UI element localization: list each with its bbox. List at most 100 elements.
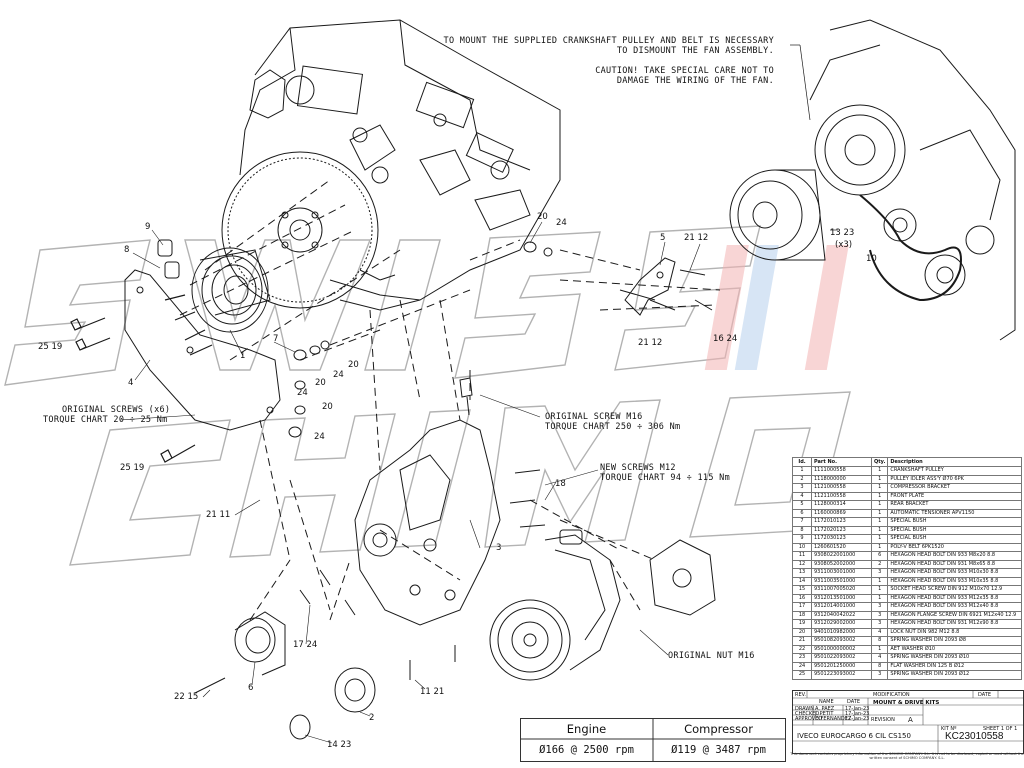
- bom-desc-cell: SOCKET HEAD SCREW DIN 912 M10x70 12.9: [887, 585, 1022, 595]
- bom-desc-cell: Description: [887, 457, 1022, 467]
- bom-desc-cell: POLY-V BELT 6PK1520: [887, 542, 1022, 552]
- bom-id-cell: 23: [792, 653, 812, 663]
- bom-partno-cell: 9312029002000: [811, 619, 872, 629]
- callout-13-23: 13 23: [830, 228, 855, 238]
- bom-partno-cell: 1128000314: [811, 500, 872, 510]
- tb-approved-name: D.FERNANDEZ: [815, 716, 852, 722]
- bom-id-cell: 17: [792, 602, 812, 612]
- bom-partno-cell: 9308052002000: [811, 559, 872, 569]
- ratio-table-grid: [521, 719, 785, 761]
- note-original-screws-line1: ORIGINAL SCREWS (x6): [62, 405, 171, 415]
- bom-qty-cell: 8: [870, 661, 889, 671]
- note-original-screw-m16-line1: ORIGINAL SCREW M16: [545, 412, 643, 422]
- bom-desc-cell: REAR BRACKET: [887, 500, 1022, 510]
- bom-qty-cell: 1: [870, 491, 889, 501]
- bom-desc-cell: AUTOMATIC TENSIONER APV1150: [887, 508, 1022, 518]
- bom-qty-cell: 3: [870, 670, 889, 680]
- bom-qty-cell: 8: [870, 636, 889, 646]
- bom-partno-cell: 9401010982000: [811, 627, 872, 637]
- bom-id-cell: 22: [792, 644, 812, 654]
- bom-qty-cell: 3: [870, 619, 889, 629]
- title-block: REV. MODIFICATION DATE NAME DATE MOUNT &…: [792, 690, 1024, 754]
- bom-partno-cell: 9501000000002: [811, 644, 872, 654]
- tb-sheet-label: SHEET 1 OF 1: [983, 726, 1018, 732]
- note-crankshaft-line1: TO MOUNT THE SUPPLIED CRANKSHAFT PULLEY …: [443, 36, 774, 46]
- bom-qty-cell: 4: [870, 653, 889, 663]
- bom-id-cell: 20: [792, 627, 812, 637]
- bom-qty-cell: 1: [870, 525, 889, 535]
- bom-id-cell: 13: [792, 568, 812, 578]
- tb-checked-name: J. PETIT: [815, 711, 834, 717]
- callout-5: 5: [660, 233, 666, 243]
- callout-9: 9: [145, 222, 151, 232]
- tb-kit-label: KIT Nº: [941, 726, 957, 732]
- callout-22-15: 22 15: [174, 692, 199, 702]
- bom-id-cell: 14: [792, 576, 812, 586]
- bom-partno-cell: 1118000000: [811, 474, 872, 484]
- bom-desc-cell: SPRING WASHER DIN 2093 Ø8: [887, 636, 1022, 646]
- bom-qty-cell: 3: [870, 602, 889, 612]
- callout-24: 24: [556, 218, 567, 228]
- bom-partno-cell: 1160000869: [811, 508, 872, 518]
- callout-16-24: 16 24: [713, 334, 738, 344]
- callout-21-11: 21 11: [206, 510, 231, 520]
- bom-qty-cell: 1: [870, 466, 889, 476]
- tb-modification-label: MODIFICATION: [873, 692, 910, 698]
- callout-21-12: 21 12: [638, 338, 663, 348]
- bom-partno-cell: 9501201250000: [811, 661, 872, 671]
- bom-desc-cell: HEXAGON HEAD BOLT DIN 933 M10x35 8.8: [887, 576, 1022, 586]
- callout-20: 20: [322, 402, 333, 412]
- bom-partno-cell: 9312013501000: [811, 593, 872, 603]
- tb-kit-number: KC23010558: [945, 731, 1004, 742]
- bom-desc-cell: FLAT WASHER DIN 125 B Ø12: [887, 661, 1022, 671]
- callout-7: 7: [273, 334, 279, 344]
- bom-partno-cell: 9308022001000: [811, 551, 872, 561]
- bom-qty-cell: 1: [870, 542, 889, 552]
- note-original-nut-m16: ORIGINAL NUT M16: [668, 651, 755, 661]
- bom-desc-cell: HEXAGON HEAD BOLT DIN 931 M8x65 8.8: [887, 559, 1022, 569]
- callout-2: 2: [369, 713, 375, 723]
- bom-partno-cell: 1121000558: [811, 483, 872, 493]
- bom-desc-cell: CRANKSHAFT PULLEY: [887, 466, 1022, 476]
- bom-desc-cell: HEXAGON HEAD BOLT DIN 931 M12x90 8.8: [887, 619, 1022, 629]
- bom-desc-cell: SPECIAL BUSH: [887, 534, 1022, 544]
- note-caution-line2: DAMAGE THE WIRING OF THE FAN.: [616, 76, 774, 86]
- bom-qty-cell: 1: [870, 593, 889, 603]
- bom-qty-cell: Qty.: [870, 457, 889, 467]
- engine-label: Engine: [566, 722, 607, 736]
- bom-id-cell: 9: [792, 534, 812, 544]
- callout-20: 20: [315, 378, 326, 388]
- bom-desc-cell: HEXAGON HEAD BOLT DIN 933 M8x20 8.8: [887, 551, 1022, 561]
- note-caution-line1: CAUTION! TAKE SPECIAL CARE NOT TO: [595, 66, 774, 76]
- bom-qty-cell: 1: [870, 483, 889, 493]
- callout-25-19: 25 19: [38, 342, 63, 352]
- callout-14-23: 14 23: [327, 740, 352, 750]
- callout-6: 6: [248, 683, 254, 693]
- tb-title: IVECO EUROCARGO 6 CIL CS150: [797, 732, 911, 740]
- bom-qty-cell: 1: [870, 644, 889, 654]
- bom-id-cell: 25: [792, 670, 812, 680]
- bom-partno-cell: 1260601520: [811, 542, 872, 552]
- callout-4: 4: [128, 378, 134, 388]
- bom-partno-cell: 1172020123: [811, 525, 872, 535]
- note-new-screws-line2: TORQUE CHART 94 ÷ 115 Nm: [600, 473, 731, 483]
- bom-id-cell: 12: [792, 559, 812, 569]
- tb-date2-label: DATE: [847, 699, 861, 705]
